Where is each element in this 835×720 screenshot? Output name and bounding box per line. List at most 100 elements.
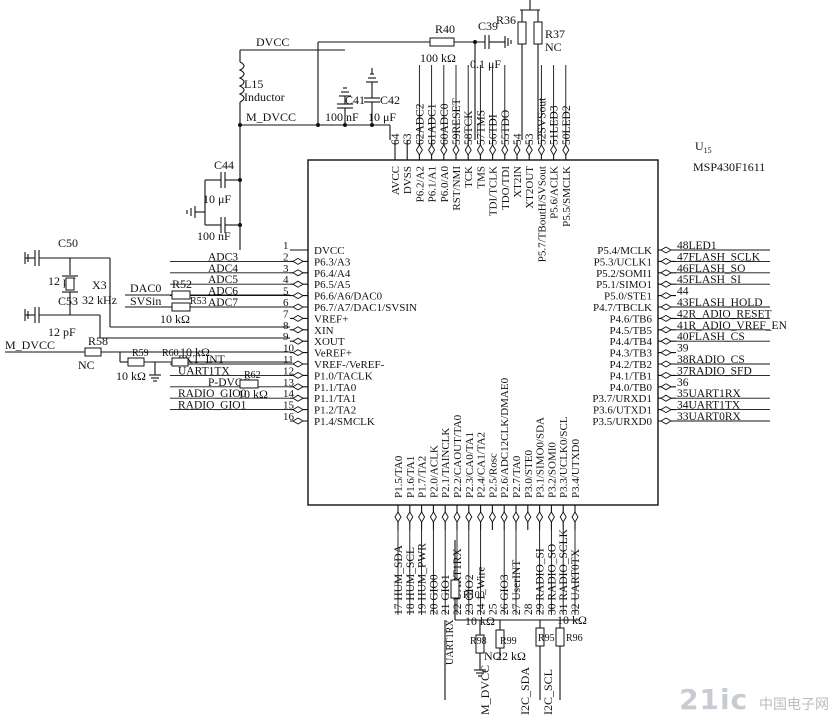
left-pin-name: P1.4/SMCLK xyxy=(314,416,375,428)
chip-ref-label: U15 xyxy=(695,139,712,155)
top-pin-name: TDO/TDI xyxy=(500,166,512,210)
left-pin-number: 16 xyxy=(283,411,295,423)
pin-arrow-icon xyxy=(660,326,672,334)
left-net-label: ADC5 xyxy=(208,274,238,286)
right-pin-label: 34UART1TX xyxy=(677,400,741,412)
pin-arrow-icon xyxy=(488,511,496,523)
pin-arrow-icon xyxy=(292,383,304,391)
r40-ref: R40 xyxy=(435,22,455,36)
right-pin-name: P4.3/TB3 xyxy=(610,348,653,360)
right-pin-name: P4.7/TBCLK xyxy=(593,302,652,314)
i2c-sda-label: I2C_SDA xyxy=(518,667,532,715)
top-pin-name: TMS xyxy=(475,166,487,189)
mdvcc-bottom-label: M_DVCC xyxy=(478,665,492,715)
left-pin-name: P6.3/A3 xyxy=(314,256,351,268)
bottom-pin-label: 27 UserINT xyxy=(511,560,523,615)
left-pin-number: 14 xyxy=(283,388,295,400)
mdvcc-left-label: M_DVCC xyxy=(5,338,55,352)
pin-arrow-icon xyxy=(292,257,304,265)
r60-ref: R60 xyxy=(162,348,179,359)
left-pin-number: 1 xyxy=(283,240,289,252)
right-pin-name: P5.0/STE1 xyxy=(604,291,652,303)
top-pin-label: 54 xyxy=(512,133,524,145)
bottom-pin-name: P3.0/STE0 xyxy=(523,450,535,498)
bottom-pin-label: 29 RADIO_SI xyxy=(535,548,547,615)
pin-arrow-icon xyxy=(292,349,304,357)
bottom-pin-label: 28 xyxy=(523,603,535,615)
bottom-pin-name: P1.7/TA2 xyxy=(417,456,429,498)
top-pin-label: 53 xyxy=(524,133,536,145)
right-pin-name: P4.6/TB6 xyxy=(610,313,653,325)
pin-arrow-icon xyxy=(501,144,509,156)
right-pin-name: P4.1/TB1 xyxy=(610,370,652,382)
dac0-label: DAC0 xyxy=(130,281,161,295)
bottom-pin-name: P2.4/CA1/TA2 xyxy=(476,432,488,498)
left-pin-name: P6.6/A6/DAC0 xyxy=(314,291,383,303)
right-pin-label: 35UART1RX xyxy=(677,388,742,400)
pin-arrow-icon xyxy=(660,246,672,254)
left-pin-name: P1.1/TA1 xyxy=(314,393,356,405)
x3-ref: X3 xyxy=(92,278,107,292)
pin-arrow-icon xyxy=(660,394,672,402)
left-pin-name: VeREF+ xyxy=(314,348,352,360)
r58-ref: R58 xyxy=(88,334,108,348)
r95-ref: R95 xyxy=(538,633,555,644)
resistor-r100 xyxy=(450,579,460,599)
c39-value: 0.1 μF xyxy=(470,57,501,71)
pin-arrow-icon xyxy=(292,417,304,425)
r40-value: 100 kΩ xyxy=(420,51,456,65)
power-section: DVCC L15 Inductor M_DVCC R40 100 kΩ C39 … xyxy=(186,0,565,250)
right-pin-name: P5.1/SIMO1 xyxy=(596,279,652,291)
pin-arrow-icon xyxy=(512,511,520,523)
pin-arrow-icon xyxy=(292,280,304,288)
watermark-logo: 21ic 中国电子网 xyxy=(679,683,829,716)
r37-ref: R37 xyxy=(545,27,565,41)
left-net-label: ADC4 xyxy=(208,263,238,275)
left-net-label: RADIO_GIO0 xyxy=(178,388,247,400)
pin-arrow-icon xyxy=(406,511,414,523)
c44b-value: 100 nF xyxy=(197,229,231,243)
pin-arrow-icon xyxy=(394,511,402,523)
pin-arrow-icon xyxy=(292,303,304,311)
r37-value: NC xyxy=(545,40,562,54)
left-pin-number: 9 xyxy=(283,331,289,343)
left-net-label: PKT_INT xyxy=(178,354,225,366)
r98-value: NC xyxy=(484,649,501,663)
pin-arrow-icon xyxy=(476,144,484,156)
right-pin-name: P3.7/URXD1 xyxy=(592,393,652,405)
bottom-pin-name: P3.4/UTXD0 xyxy=(570,439,582,498)
right-pin-label: 42R_ADIO_RESET xyxy=(677,308,772,320)
right-pin-label: 41R_ADIO_VREF_EN xyxy=(677,320,788,332)
top-pin-name: P5.5/SMCLK xyxy=(561,166,573,227)
pin-arrow-icon xyxy=(559,511,567,523)
bottom-pin-name: P2.5/Rosc xyxy=(487,453,499,498)
left-pin-number: 15 xyxy=(283,400,295,412)
right-pin-label: 36 xyxy=(677,377,689,389)
top-pin-name: DVSS xyxy=(402,166,414,194)
bottom-pin-label: 25 xyxy=(487,603,499,615)
inductor-l15 xyxy=(238,61,245,103)
right-pin-name: P5.2/SOMI1 xyxy=(596,268,652,280)
c53-value: 12 pF xyxy=(48,325,76,339)
right-pin-name: P5.4/MCLK xyxy=(597,245,652,257)
c50-ref: C50 xyxy=(58,236,78,250)
pin-arrow-icon xyxy=(660,383,672,391)
right-pin-name: P4.4/TB4 xyxy=(610,336,653,348)
resistor-r53 xyxy=(171,302,191,312)
top-pin-name: XT2OUT xyxy=(524,166,536,209)
r100-ref: R100 xyxy=(463,590,485,601)
right-pin-name: P4.5/TB5 xyxy=(610,325,653,337)
left-pin-number: 8 xyxy=(283,320,289,332)
pin-arrow-icon xyxy=(441,511,449,523)
resistor-r62 xyxy=(239,379,259,389)
pin-arrow-icon xyxy=(429,511,437,523)
r62-value: 10 kΩ xyxy=(238,387,268,401)
bottom-pin-name: P2.0/ACLK xyxy=(428,445,440,498)
pin-arrow-icon xyxy=(550,144,558,156)
top-pin-label: 62ADC2 xyxy=(414,103,426,145)
top-pin-label: 51LED3 xyxy=(549,105,561,145)
c42-ref: C42 xyxy=(380,93,400,107)
